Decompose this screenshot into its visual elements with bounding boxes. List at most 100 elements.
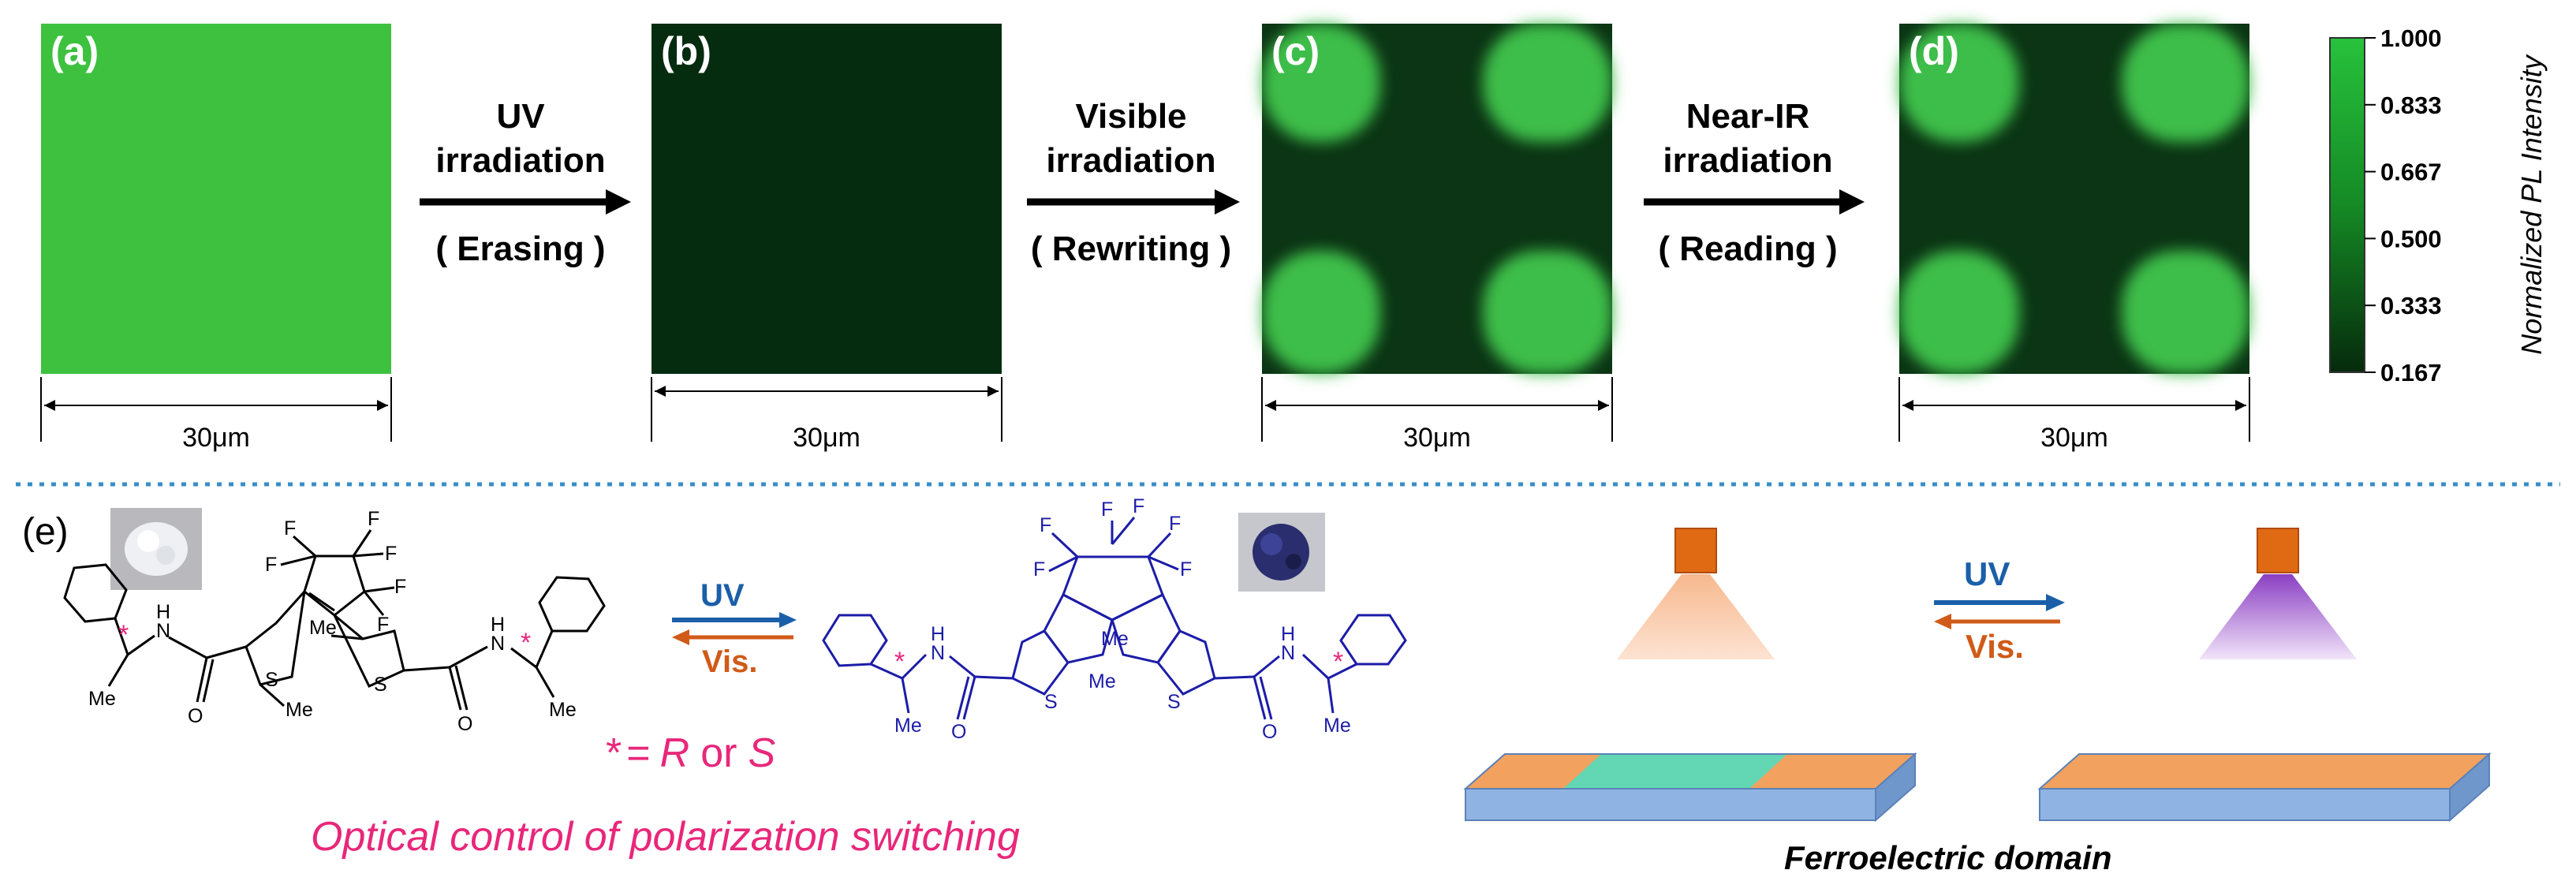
uv-vis-arrows-right: UV Vis. [1934, 555, 2065, 665]
svg-text:Me: Me [1323, 715, 1351, 737]
arrow-rewriting: Visible irradiation ( Rewriting ) [1027, 97, 1240, 268]
vis-label-right: Vis. [1966, 628, 2024, 665]
svg-text:S: S [1044, 691, 1058, 713]
caption-right: Ferroelectric domain [1784, 839, 2111, 876]
svg-text:*: * [118, 620, 129, 650]
svg-text:S: S [265, 669, 278, 691]
scale-bar-b [651, 377, 1002, 442]
colorbar-tick-label: 1.000 [2380, 24, 2442, 52]
domain-teal [1563, 754, 1787, 789]
panel-a-image [41, 24, 391, 374]
scale-label-a: 30μm [182, 423, 250, 453]
uv-label-right: UV [1964, 555, 2010, 592]
arrow-3-line2: irradiation [1663, 141, 1832, 180]
colorbar-ticks: 1.000 0.833 0.667 0.500 0.333 0.167 [2365, 24, 2442, 386]
svg-text:F: F [1040, 514, 1051, 536]
open-form-atoms: F F F F F F S S Me Me O O N H N H Me Me … [88, 508, 577, 735]
svg-text:*: * [894, 647, 905, 677]
panel-e-label: (e) [22, 511, 69, 553]
domain-top-right [2040, 754, 2489, 789]
svg-text:H: H [1281, 623, 1295, 645]
svg-text:F: F [1180, 558, 1192, 581]
svg-text:*: * [1333, 647, 1343, 677]
svg-text:F: F [394, 576, 406, 598]
beam-right [2199, 574, 2357, 659]
svg-text:Me: Me [1088, 670, 1116, 693]
lamp-left [1674, 528, 1717, 573]
scale-label-b: 30μm [793, 423, 861, 453]
substrate-front-right [2039, 788, 2451, 821]
svg-text:H: H [931, 623, 945, 645]
svg-text:F: F [385, 543, 397, 565]
svg-text:Me: Me [1101, 628, 1129, 650]
panel-c-label: (c) [1271, 29, 1320, 73]
panel-a: (a) 30μm [40, 24, 392, 453]
scale-label-d: 30μm [2040, 423, 2108, 453]
svg-text:Me: Me [88, 688, 116, 710]
scale-label-c: 30μm [1403, 423, 1471, 453]
panel-a-label: (a) [50, 29, 99, 73]
svg-text:F: F [1169, 513, 1181, 535]
svg-text:F: F [368, 508, 379, 530]
svg-text:H: H [156, 601, 170, 623]
beam-left [1617, 574, 1775, 659]
panel-c: (c) 30μm [1261, 24, 1613, 453]
closed-form-atoms: F F F F F F Me Me S S O O N H N H Me Me … [894, 495, 1351, 743]
colorbar-tick-label: 0.167 [2380, 359, 2442, 386]
rs-r: R [660, 730, 690, 776]
arrow-3-line3: ( Reading ) [1658, 230, 1837, 268]
svg-text:F: F [377, 614, 389, 636]
panel-d-spots [1899, 24, 2249, 374]
panel-c-spots [1262, 24, 1612, 374]
colorbar-tick-label: 0.333 [2380, 292, 2442, 319]
svg-text:*: * [521, 628, 531, 658]
blue-powder-photo [1238, 513, 1325, 592]
colorbar-gradient [2329, 37, 2365, 373]
svg-text:S: S [374, 674, 387, 696]
arrow-2-line3: ( Rewriting ) [1031, 230, 1231, 268]
colorbar-title: Normalized PL Intensity [2515, 54, 2548, 355]
svg-text:H: H [491, 614, 505, 636]
svg-text:F: F [265, 554, 277, 576]
panel-b-image [651, 24, 1002, 374]
svg-text:N: N [931, 642, 945, 664]
rs-eq: = [626, 730, 650, 776]
svg-text:Me: Me [286, 699, 313, 721]
arrow-reading: Near-IR irradiation ( Reading ) [1644, 97, 1865, 268]
vis-label-middle: Vis. [702, 644, 757, 679]
arrow-2-line1: Visible [1075, 97, 1186, 136]
colorbar-tick-label: 0.500 [2380, 225, 2442, 252]
svg-text:O: O [1262, 721, 1277, 743]
arrow-2-line2: irradiation [1046, 141, 1215, 180]
caption-left: Optical control of polarization switchin… [311, 814, 1020, 860]
arrow-3-line1: Near-IR [1686, 97, 1810, 136]
arrow-1-line1: UV [496, 97, 545, 136]
panel-d-label: (d) [1909, 29, 1959, 73]
rs-s: S [748, 730, 775, 776]
svg-text:S: S [1167, 691, 1181, 713]
svg-text:F: F [1101, 498, 1113, 521]
svg-text:O: O [951, 721, 966, 743]
svg-text:F: F [1133, 495, 1144, 517]
svg-text:Me: Me [549, 699, 577, 721]
svg-text:Me: Me [894, 715, 922, 737]
svg-text:Me: Me [309, 617, 337, 639]
svg-text:N: N [491, 633, 505, 655]
panel-b: (b) 30μm [651, 24, 1002, 453]
rs-or: or [700, 730, 737, 776]
svg-text:O: O [457, 713, 472, 735]
svg-text:N: N [1281, 642, 1295, 664]
colorbar-tick-label: 0.667 [2380, 159, 2442, 186]
panel-b-label: (b) [661, 29, 711, 73]
colorbar: 1.000 0.833 0.667 0.500 0.333 0.167 Normalize… [2329, 24, 2548, 386]
open-form-molecule [63, 529, 606, 711]
colorbar-tick-label: 0.833 [2380, 91, 2442, 119]
white-powder-photo [110, 508, 202, 590]
domain-device-left [1463, 528, 1917, 823]
arrow-erasing: UV irradiation ( Erasing ) [420, 97, 631, 268]
domain-device-right [2037, 528, 2492, 823]
arrow-1-line2: irradiation [435, 141, 605, 180]
